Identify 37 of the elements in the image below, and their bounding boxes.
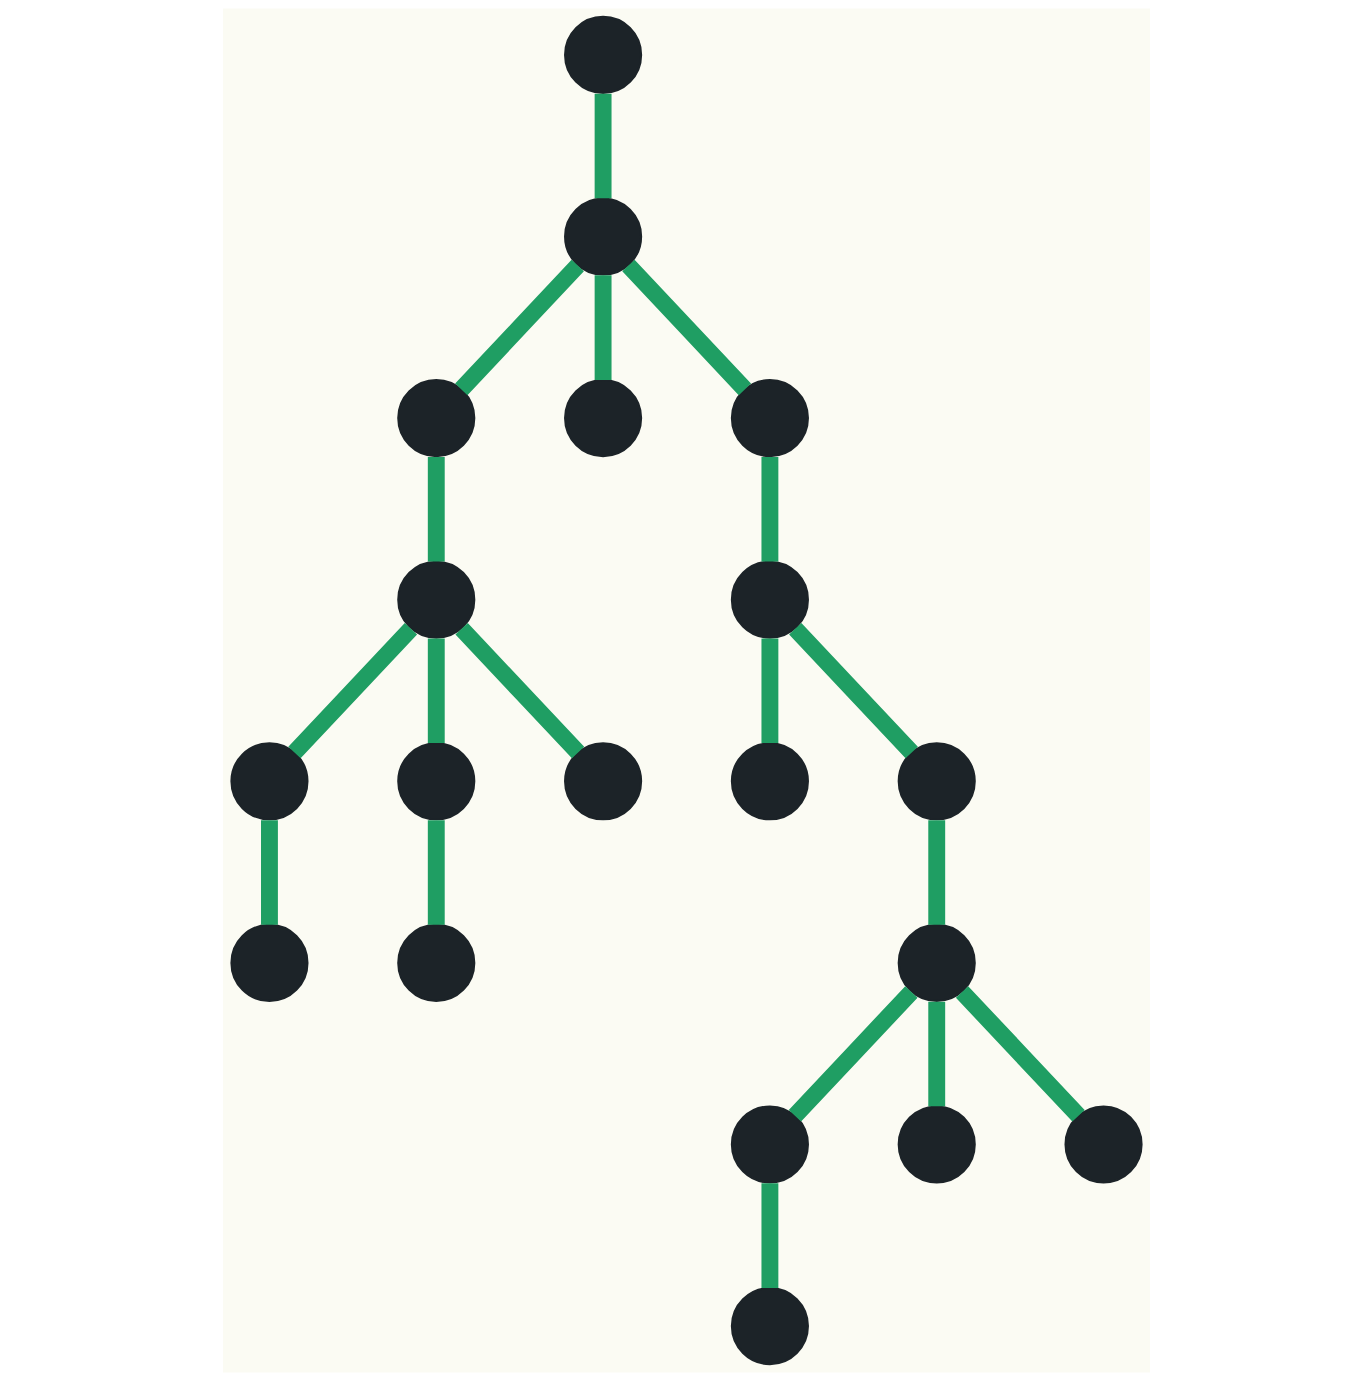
connector (760, 638, 778, 744)
node-circle (396, 742, 475, 821)
node-circle (563, 197, 642, 276)
connector (927, 1001, 945, 1107)
connector (427, 820, 445, 925)
node-circle (563, 742, 642, 821)
node-circle (563, 15, 642, 94)
connector (287, 622, 417, 759)
node-circle (730, 379, 809, 458)
node-circle (730, 1287, 809, 1366)
connector (427, 456, 445, 562)
node-circle (229, 742, 308, 821)
node-circle (396, 379, 475, 458)
connector (427, 638, 445, 744)
connector (760, 456, 778, 562)
node-circle (730, 560, 809, 639)
node-circle (229, 923, 308, 1002)
connector (760, 1183, 778, 1288)
connector (788, 622, 918, 759)
node-circle (897, 923, 976, 1002)
connector (594, 93, 612, 199)
node-circle (396, 923, 475, 1002)
connector (454, 622, 584, 759)
connector (927, 820, 945, 925)
node-circle (897, 742, 976, 821)
connector (454, 259, 584, 396)
connector (594, 275, 612, 380)
node-circle (730, 1105, 809, 1184)
connector (955, 986, 1085, 1122)
node-circle (396, 560, 475, 639)
connector (260, 820, 278, 925)
node-circle (563, 379, 642, 458)
node-circle (1064, 1105, 1143, 1184)
connector (621, 259, 751, 396)
node-circle (730, 742, 809, 821)
node-circle (897, 1105, 976, 1184)
connector (788, 986, 918, 1122)
